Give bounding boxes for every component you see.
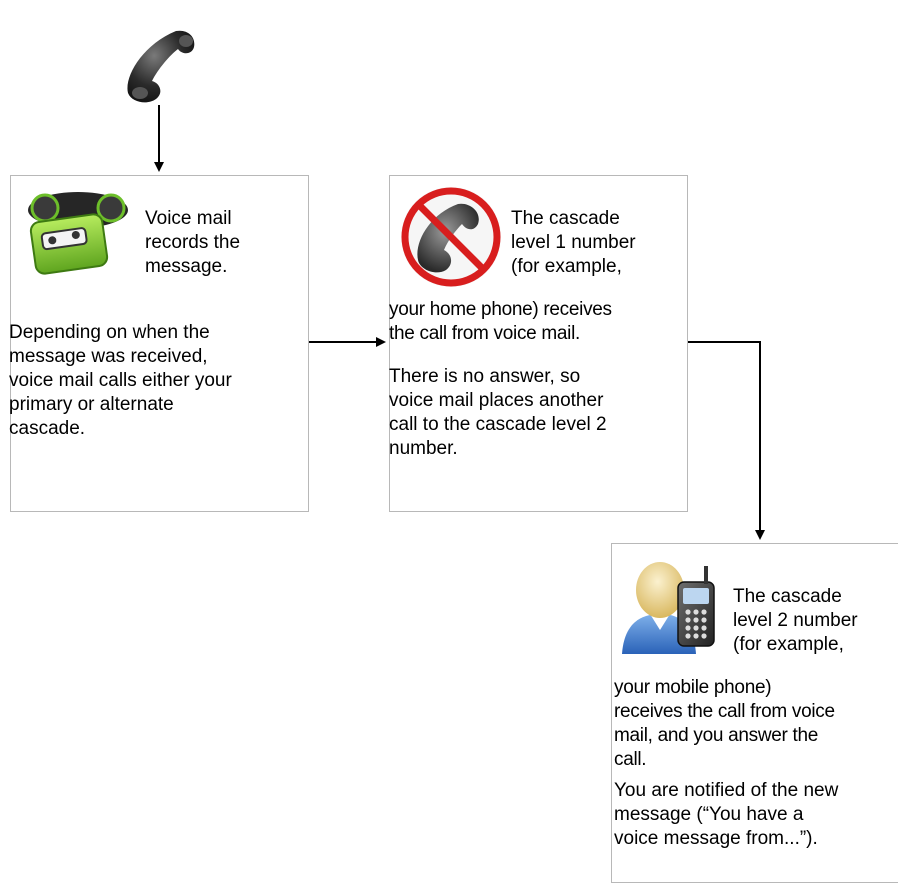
step-cascade-level-1-box: The cascade level 1 number (for example,… <box>389 175 688 512</box>
step-cascade-level-2-body: You are notified of the new message (“Yo… <box>614 780 839 849</box>
step-cascade-level-2-caption: The cascade level 2 number (for example, <box>733 586 858 655</box>
step-voice-mail-box: Voice mail records the message. Dependin… <box>9 175 309 512</box>
step-cascade-level-2-box: The cascade level 2 number (for example,… <box>611 543 898 883</box>
step-cascade-level-1-caption-tail: your home phone) receives the call from … <box>389 299 612 344</box>
step-cascade-level-1-body: There is no answer, so voice mail places… <box>389 366 607 459</box>
no-answer-phone-icon <box>401 187 501 287</box>
step-cascade-level-2-caption-tail: your mobile phone) receives the call fro… <box>614 677 835 770</box>
user-mobile-phone-icon <box>622 562 715 654</box>
arrow-level1-to-level2 <box>688 341 765 540</box>
voicemail-tape-icon <box>28 192 128 275</box>
step-voice-mail-body: Depending on when the message was receiv… <box>9 322 232 439</box>
step-voice-mail-caption: Voice mail records the message. <box>145 208 241 277</box>
telephone-handset-icon <box>127 30 195 103</box>
step-cascade-level-1-caption: The cascade level 1 number (for example, <box>511 208 636 277</box>
